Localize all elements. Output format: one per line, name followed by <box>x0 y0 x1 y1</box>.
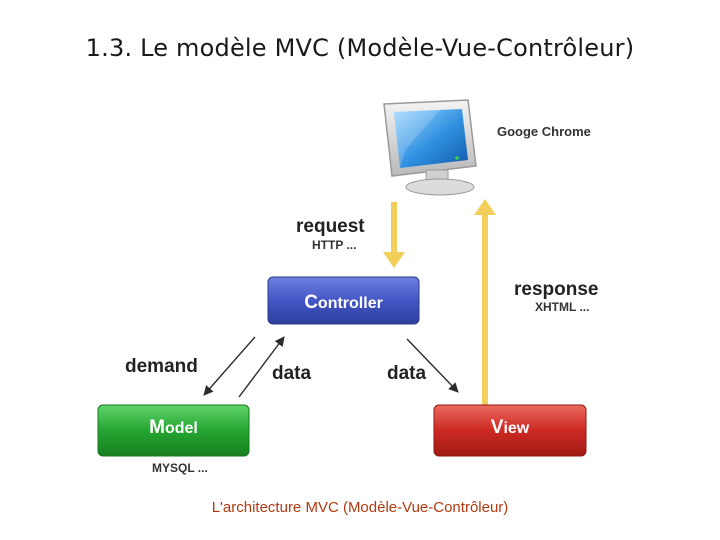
demand-label: demand <box>125 356 198 377</box>
response-label: response <box>514 279 598 300</box>
browser-label: Googe Chrome <box>497 124 591 139</box>
controller-box: Controller <box>268 277 419 324</box>
request-label: request <box>296 216 365 237</box>
model-initial: M <box>149 417 165 438</box>
svg-text:Controller: Controller <box>304 292 383 313</box>
view-box: View <box>434 405 586 456</box>
svg-text:View: View <box>491 417 530 438</box>
data-label-left: data <box>272 363 312 384</box>
controller-initial: C <box>304 292 318 313</box>
model-label: odel <box>165 420 198 437</box>
figure-caption: L'architecture MVC (Modèle-Vue-Contrôleu… <box>0 499 720 516</box>
svg-text:Model: Model <box>149 417 198 438</box>
model-db-note: MYSQL ... <box>152 461 208 475</box>
view-initial: V <box>491 417 504 438</box>
computer-monitor-icon <box>384 100 476 195</box>
view-label: iew <box>503 420 529 437</box>
request-arrow <box>383 202 405 268</box>
response-arrow <box>474 199 496 409</box>
model-box: Model <box>98 405 249 456</box>
data-label-right: data <box>387 363 427 384</box>
request-protocol: HTTP ... <box>312 238 356 252</box>
response-format: XHTML ... <box>535 300 589 314</box>
controller-label: ontroller <box>318 295 383 312</box>
